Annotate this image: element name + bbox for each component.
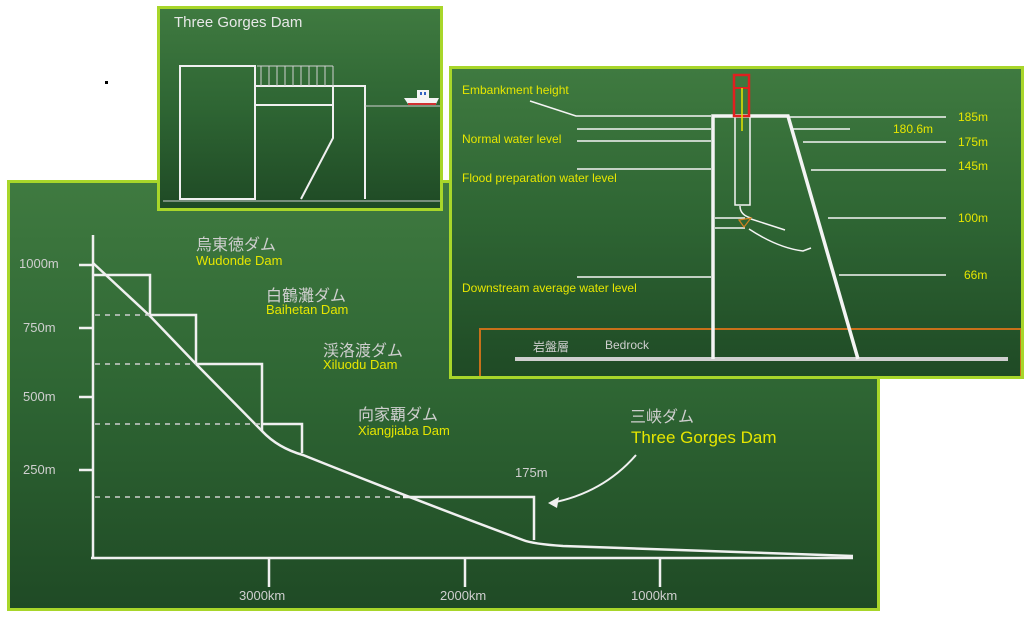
dam-name-en: Baihetan Dam — [266, 302, 349, 317]
dam-step-xiangjiaba — [262, 422, 304, 453]
label-normal-water: Normal water level — [462, 132, 562, 146]
cross-section-drawing — [479, 73, 1021, 376]
label-downstream-water: Downstream average water level — [462, 281, 637, 295]
dam-name-jp: 向家覇ダム — [358, 407, 439, 424]
arrow-line — [550, 454, 637, 504]
dam-cross-section-panel: Embankment height Normal water level Flo… — [449, 66, 1024, 379]
y-tick-label: 750m — [23, 320, 56, 335]
three-gorges-panel: Three Gorges Dam — [157, 6, 443, 211]
level-175: 175m — [958, 135, 989, 149]
three-gorges-height: 175m — [515, 465, 548, 480]
level-100: 100m — [958, 211, 989, 225]
dam-step-baihetan — [150, 313, 198, 364]
river-profile-line — [92, 262, 854, 558]
y-tick-label: 1000m — [19, 256, 59, 271]
dam-name-en: Three Gorges Dam — [631, 428, 777, 447]
bedrock-box — [479, 328, 1021, 376]
x-tick-label: 2000km — [440, 588, 487, 603]
dam-name-en: Xiangjiaba Dam — [358, 423, 450, 438]
dam-step-xiluodu — [196, 362, 264, 431]
level-145: 145m — [958, 159, 989, 173]
label-embankment: Embankment height — [462, 83, 569, 97]
label-bedrock-jp: 岩盤層 — [533, 340, 570, 354]
dam-name-en: Xiluodu Dam — [323, 357, 398, 372]
orange-marker — [737, 217, 753, 229]
label-bedrock-en: Bedrock — [605, 338, 650, 352]
level-66: 66m — [964, 268, 988, 282]
x-tick-label: 3000km — [239, 588, 286, 603]
x-tick-label: 1000km — [631, 588, 678, 603]
panel-title: Three Gorges Dam — [174, 14, 303, 31]
stray-dot — [105, 81, 108, 84]
dam-step-wudonde — [93, 273, 152, 316]
dam-name-jp: 渓洛渡ダム — [323, 343, 404, 360]
dam-name-jp: 白鶴灘ダム — [266, 288, 347, 305]
boat-icon — [404, 90, 439, 105]
label-flood-water: Flood preparation water level — [462, 171, 617, 185]
arrow-head — [548, 497, 559, 508]
dam-name-en: Wudonde Dam — [196, 253, 283, 268]
river-profile-drawing — [79, 235, 854, 587]
level-185: 185m — [958, 110, 989, 124]
y-tick-label: 250m — [23, 462, 56, 477]
dam-name-jp: 三峡ダム — [630, 409, 695, 426]
dam-step-three-gorges — [403, 495, 536, 540]
dam-name-jp: 烏東徳ダム — [196, 237, 277, 254]
level-180-6: 180.6m — [893, 122, 934, 136]
dam-elevation-drawing — [163, 65, 440, 202]
y-tick-label: 500m — [23, 389, 56, 404]
